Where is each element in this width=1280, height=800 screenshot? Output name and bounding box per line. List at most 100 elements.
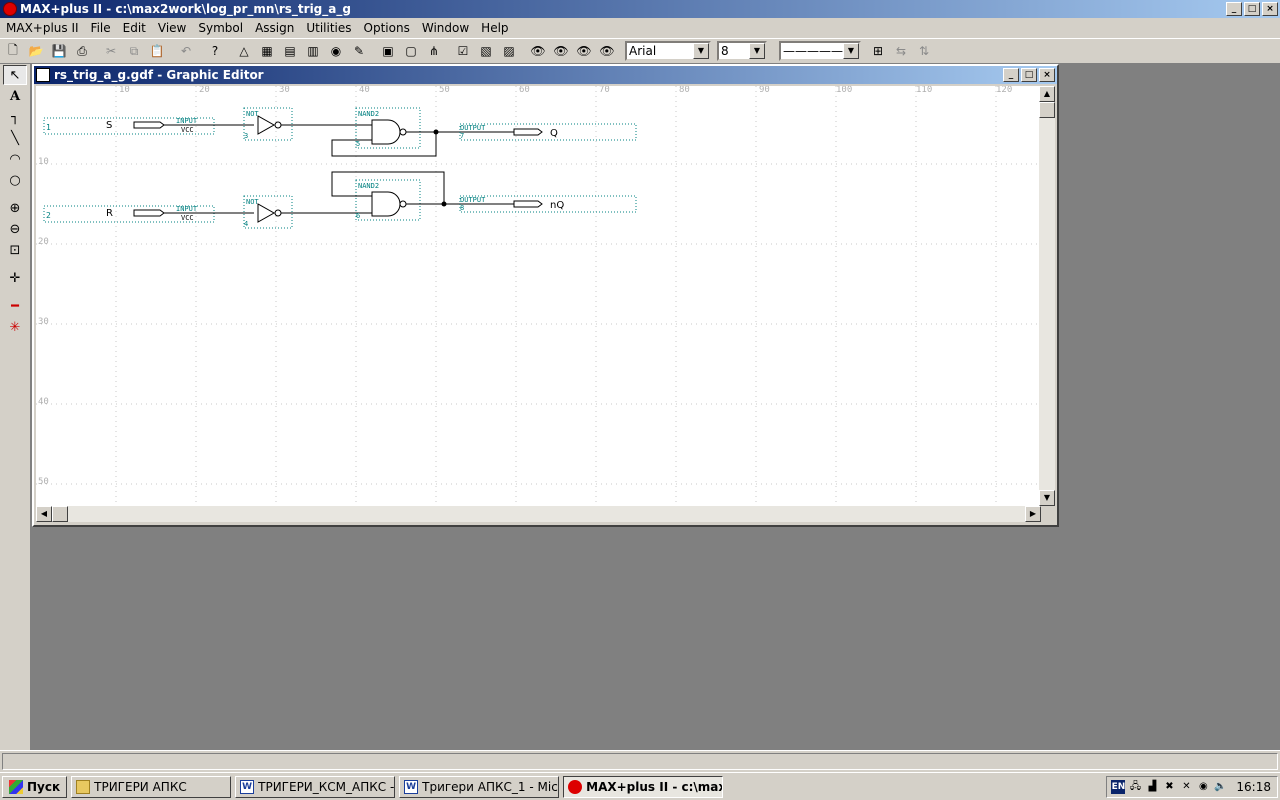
zoom-out-icon[interactable]: ⊖ bbox=[9, 221, 21, 237]
simulator-icon[interactable]: ▥ bbox=[307, 44, 319, 58]
editor-minimize-button[interactable]: _ bbox=[1003, 68, 1019, 82]
hierarchy-up-icon[interactable]: △ bbox=[239, 44, 249, 58]
tool-palette: ↖ A ┐ ╲ ◠ ○ ⊕ ⊖ ⊡ ✛ ━ ✳ bbox=[0, 64, 31, 750]
svg-text:OUTPUT: OUTPUT bbox=[460, 124, 486, 132]
flip-horizontal-icon[interactable]: ⇆ bbox=[895, 44, 907, 58]
not-gate-top[interactable]: NOT 3 bbox=[243, 107, 372, 141]
menu-options[interactable]: Options bbox=[363, 21, 410, 35]
taskbar-item-word-1[interactable]: W ТРИГЕРИ_КСМ_АПКС - ... bbox=[235, 775, 396, 798]
input-pin-r[interactable]: 2 R INPUT VCC bbox=[43, 205, 254, 223]
menu-file[interactable]: File bbox=[90, 21, 111, 35]
horizontal-scrollbar[interactable]: ◀ ▶ bbox=[36, 506, 1041, 522]
svg-text:8: 8 bbox=[460, 204, 464, 212]
paste-icon[interactable]: 📋 bbox=[149, 44, 165, 58]
compiler-icon[interactable]: ▤ bbox=[284, 44, 296, 58]
not-gate-bottom[interactable]: NOT 4 bbox=[243, 195, 372, 229]
menu-utilities[interactable]: Utilities bbox=[306, 21, 352, 35]
programmer-icon[interactable]: ✎ bbox=[353, 44, 365, 58]
circle-tool-icon[interactable]: ○ bbox=[9, 172, 21, 188]
vertical-scrollbar[interactable]: ▲ ▼ bbox=[1039, 86, 1055, 506]
zoom-in-icon[interactable]: ⊕ bbox=[9, 200, 21, 216]
timing-analyzer-icon[interactable]: ◉ bbox=[330, 44, 342, 58]
nand-gate-top[interactable]: NAND2 5 bbox=[355, 107, 421, 149]
connect-line-icon[interactable]: ━ bbox=[11, 298, 19, 314]
text-tool-icon[interactable]: A bbox=[9, 88, 21, 104]
chevron-down-icon[interactable]: ▼ bbox=[843, 43, 859, 59]
font-name-select[interactable]: Arial ▼ bbox=[625, 41, 711, 61]
font-size-select[interactable]: 8 ▼ bbox=[717, 41, 767, 61]
orthogonal-line-icon[interactable]: ┐ bbox=[11, 109, 19, 125]
language-indicator[interactable]: EN bbox=[1111, 780, 1126, 794]
close-button[interactable]: × bbox=[1262, 2, 1278, 16]
fit-in-window-icon[interactable]: ⊡ bbox=[9, 242, 21, 258]
rubberbanding-icon[interactable]: ⊞ bbox=[872, 44, 884, 58]
save-simulate-icon[interactable]: ▨ bbox=[503, 44, 515, 58]
arc-tool-icon[interactable]: ◠ bbox=[9, 151, 21, 167]
document-icon[interactable] bbox=[36, 68, 50, 82]
network-icon[interactable]: 🖧 bbox=[1129, 781, 1141, 792]
start-button[interactable]: Пуск bbox=[2, 775, 68, 798]
scroll-right-icon[interactable]: ▶ bbox=[1025, 506, 1041, 522]
chevron-down-icon[interactable]: ▼ bbox=[693, 43, 709, 59]
cut-icon[interactable]: ✂ bbox=[105, 44, 117, 58]
network-disconnected-icon[interactable]: ✖ bbox=[1165, 781, 1174, 792]
editor-maximize-button[interactable]: □ bbox=[1021, 68, 1037, 82]
taskbar-item-maxplus[interactable]: MAX+plus II - c:\max... bbox=[563, 775, 724, 798]
menu-symbol[interactable]: Symbol bbox=[198, 21, 244, 35]
nand-gate-bottom[interactable]: NAND2 6 bbox=[355, 179, 421, 221]
ruler-top-label: 80 bbox=[679, 86, 690, 95]
save-check-icon[interactable]: ☑ bbox=[457, 44, 469, 58]
open-folder-icon[interactable]: 📂 bbox=[28, 44, 44, 58]
save-compile-icon[interactable]: ▧ bbox=[480, 44, 492, 58]
new-file-icon[interactable]: 🗋 bbox=[8, 42, 18, 57]
find-next-icon[interactable]: 👁 bbox=[576, 44, 592, 58]
line-style-select[interactable]: ————— ▼ bbox=[779, 41, 861, 61]
scroll-down-icon[interactable]: ▼ bbox=[1039, 490, 1055, 506]
menu-window[interactable]: Window bbox=[421, 21, 470, 35]
copy-icon[interactable]: ⧉ bbox=[129, 43, 139, 58]
output-pin-nq[interactable]: OUTPUT 8 nQ bbox=[459, 195, 637, 213]
output-pin-q[interactable]: OUTPUT 7 Q bbox=[459, 123, 637, 141]
tool-icon[interactable]: ✕ bbox=[1182, 781, 1191, 792]
print-icon[interactable]: ⎙ bbox=[77, 43, 87, 58]
speaker-icon[interactable]: 🔈 bbox=[1214, 781, 1227, 792]
find-error-icon[interactable]: 👁 bbox=[599, 44, 615, 58]
vertical-scroll-thumb[interactable] bbox=[1039, 102, 1055, 118]
flip-vertical-icon[interactable]: ⇅ bbox=[918, 44, 930, 58]
undo-icon[interactable]: ↶ bbox=[180, 44, 192, 58]
signal-icon[interactable]: ▟ bbox=[1148, 781, 1157, 792]
menu-edit[interactable]: Edit bbox=[122, 21, 146, 35]
taskbar-item-word-2[interactable]: W Тригери АПКС_1 - Micro... bbox=[399, 775, 560, 798]
find-clear-icon[interactable]: 👁 bbox=[553, 44, 569, 58]
selection-arrow-icon[interactable]: ↖ bbox=[3, 65, 27, 85]
open-editor-icon[interactable]: ▣ bbox=[382, 44, 394, 58]
context-help-icon[interactable]: ? bbox=[211, 44, 219, 58]
menu-assign[interactable]: Assign bbox=[255, 21, 295, 35]
menu-help[interactable]: Help bbox=[481, 21, 509, 35]
antivirus-icon[interactable]: ◉ bbox=[1199, 781, 1208, 792]
maxplus-app-icon[interactable] bbox=[3, 2, 17, 16]
editor-close-button[interactable]: × bbox=[1039, 68, 1055, 82]
chevron-down-icon[interactable]: ▼ bbox=[749, 43, 765, 59]
split-line-icon[interactable]: ✳ bbox=[9, 319, 21, 335]
minimize-button[interactable]: _ bbox=[1226, 2, 1242, 16]
horizontal-scroll-thumb[interactable] bbox=[52, 506, 68, 522]
save-icon[interactable]: 💾 bbox=[51, 44, 67, 58]
diagonal-line-icon[interactable]: ╲ bbox=[11, 130, 19, 146]
maximize-button[interactable]: □ bbox=[1244, 2, 1260, 16]
menu-view[interactable]: View bbox=[157, 21, 187, 35]
scroll-up-icon[interactable]: ▲ bbox=[1039, 86, 1055, 102]
floorplan-icon[interactable]: ▦ bbox=[261, 44, 273, 58]
scroll-left-icon[interactable]: ◀ bbox=[36, 506, 52, 522]
snap-grid-icon[interactable]: ✛ bbox=[9, 270, 21, 286]
clock[interactable]: 16:18 bbox=[1236, 780, 1271, 794]
schematic-canvas[interactable]: 10 20 30 40 50 60 70 80 90 100 110 120 1… bbox=[36, 86, 1041, 506]
taskbar-item-folder[interactable]: ТРИГЕРИ АПКС bbox=[71, 775, 232, 798]
find-node-icon[interactable]: 👁 bbox=[530, 44, 546, 58]
svg-text:5: 5 bbox=[356, 140, 360, 148]
create-symbol-icon[interactable]: ▢ bbox=[405, 44, 417, 58]
input-pin-s[interactable]: 1 S INPUT VCC bbox=[43, 117, 254, 135]
hierarchy-display-icon[interactable]: ⋔ bbox=[428, 44, 440, 58]
graphic-editor-window: rs_trig_a_g.gdf - Graphic Editor _ □ × bbox=[32, 64, 1059, 527]
menu-maxplus[interactable]: MAX+plus II bbox=[6, 21, 79, 35]
